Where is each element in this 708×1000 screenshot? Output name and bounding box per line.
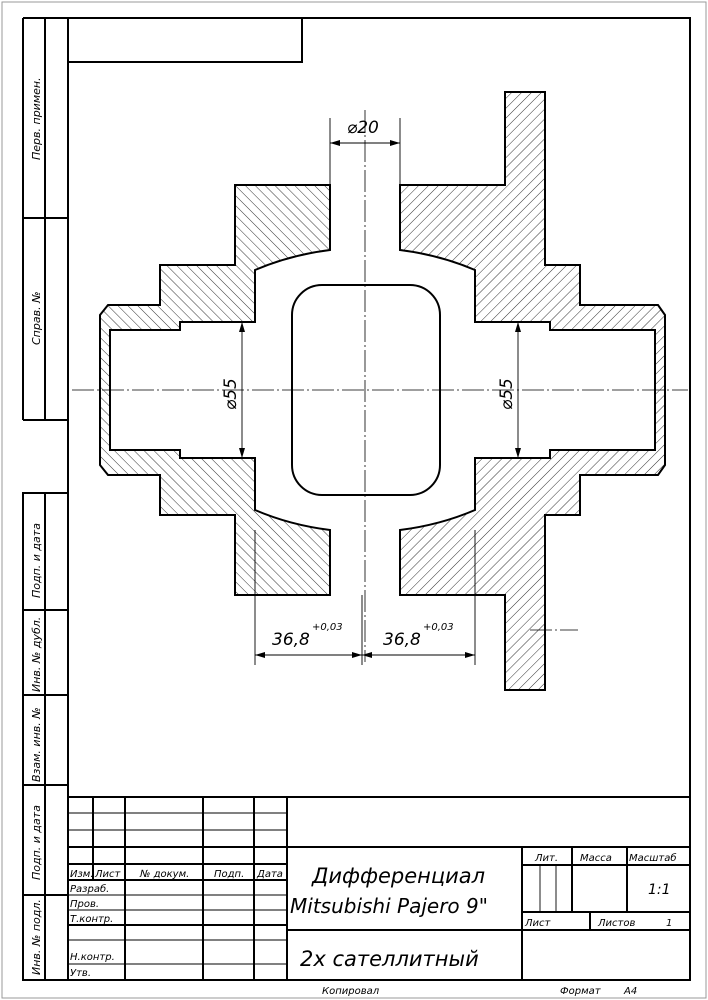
col-doc-no: № докум.	[139, 869, 189, 880]
stamp-podp-data-2: Подп. и дата	[30, 805, 43, 880]
dim-right-tolerance: +0,03	[423, 622, 454, 633]
dim-left-tolerance: +0,03	[312, 622, 343, 633]
dim-left-bore: ⌀55	[221, 378, 241, 410]
row-tkontr: Т.контр.	[70, 914, 113, 925]
scale-label: Масштаб	[629, 852, 677, 864]
dim-left-length: 36,8	[272, 630, 310, 650]
side-stamp-upper	[22, 17, 69, 421]
stamp-podp-data-1: Подп. и дата	[30, 523, 43, 598]
title-block	[68, 796, 690, 980]
stamp-vzam-inv: Взам. инв. №	[30, 707, 43, 782]
row-utv: Утв.	[70, 968, 91, 979]
differential-case-section	[99, 91, 666, 691]
right-half-section	[399, 91, 666, 691]
title-line-2: Mitsubishi Pajero 9"	[290, 894, 488, 918]
side-stamp-lower	[22, 492, 69, 981]
top-left-box	[67, 18, 303, 63]
copied-label: Копировал	[322, 986, 380, 997]
row-prov: Пров.	[70, 899, 99, 910]
dim-hole-diameter: ⌀20	[347, 118, 379, 138]
stamp-inv-podl: Инв. № подл.	[30, 899, 43, 975]
stamp-sprav-no: Справ. №	[30, 291, 43, 345]
col-date: Дата	[256, 869, 283, 880]
center-lines	[72, 110, 688, 662]
col-list: Лист	[94, 869, 122, 880]
dim-right-bore: ⌀55	[497, 378, 517, 410]
designation: 2х сателлитный	[300, 947, 479, 971]
stamp-perv-primen: Перв. примен.	[30, 77, 43, 160]
row-nkontr: Н.контр.	[70, 952, 115, 963]
format-value: А4	[623, 986, 637, 997]
scale-value: 1:1	[648, 882, 671, 898]
sheet-label: Лист	[524, 918, 552, 929]
col-izm: Изм.	[70, 869, 94, 880]
dim-right-length: 36,8	[383, 630, 421, 650]
row-razrab: Разраб.	[70, 883, 109, 895]
sheets-label: Листов	[597, 918, 635, 929]
dimension-lines	[239, 118, 521, 665]
sheets-value: 1	[666, 918, 672, 929]
title-line-1: Дифференциал	[311, 864, 485, 888]
format-label: Формат	[560, 986, 602, 997]
col-sign: Подп.	[214, 869, 244, 880]
stamp-inv-dubl: Инв. № дубл.	[30, 617, 43, 692]
lit-label: Лит.	[534, 853, 558, 864]
mass-label: Масса	[580, 853, 612, 864]
